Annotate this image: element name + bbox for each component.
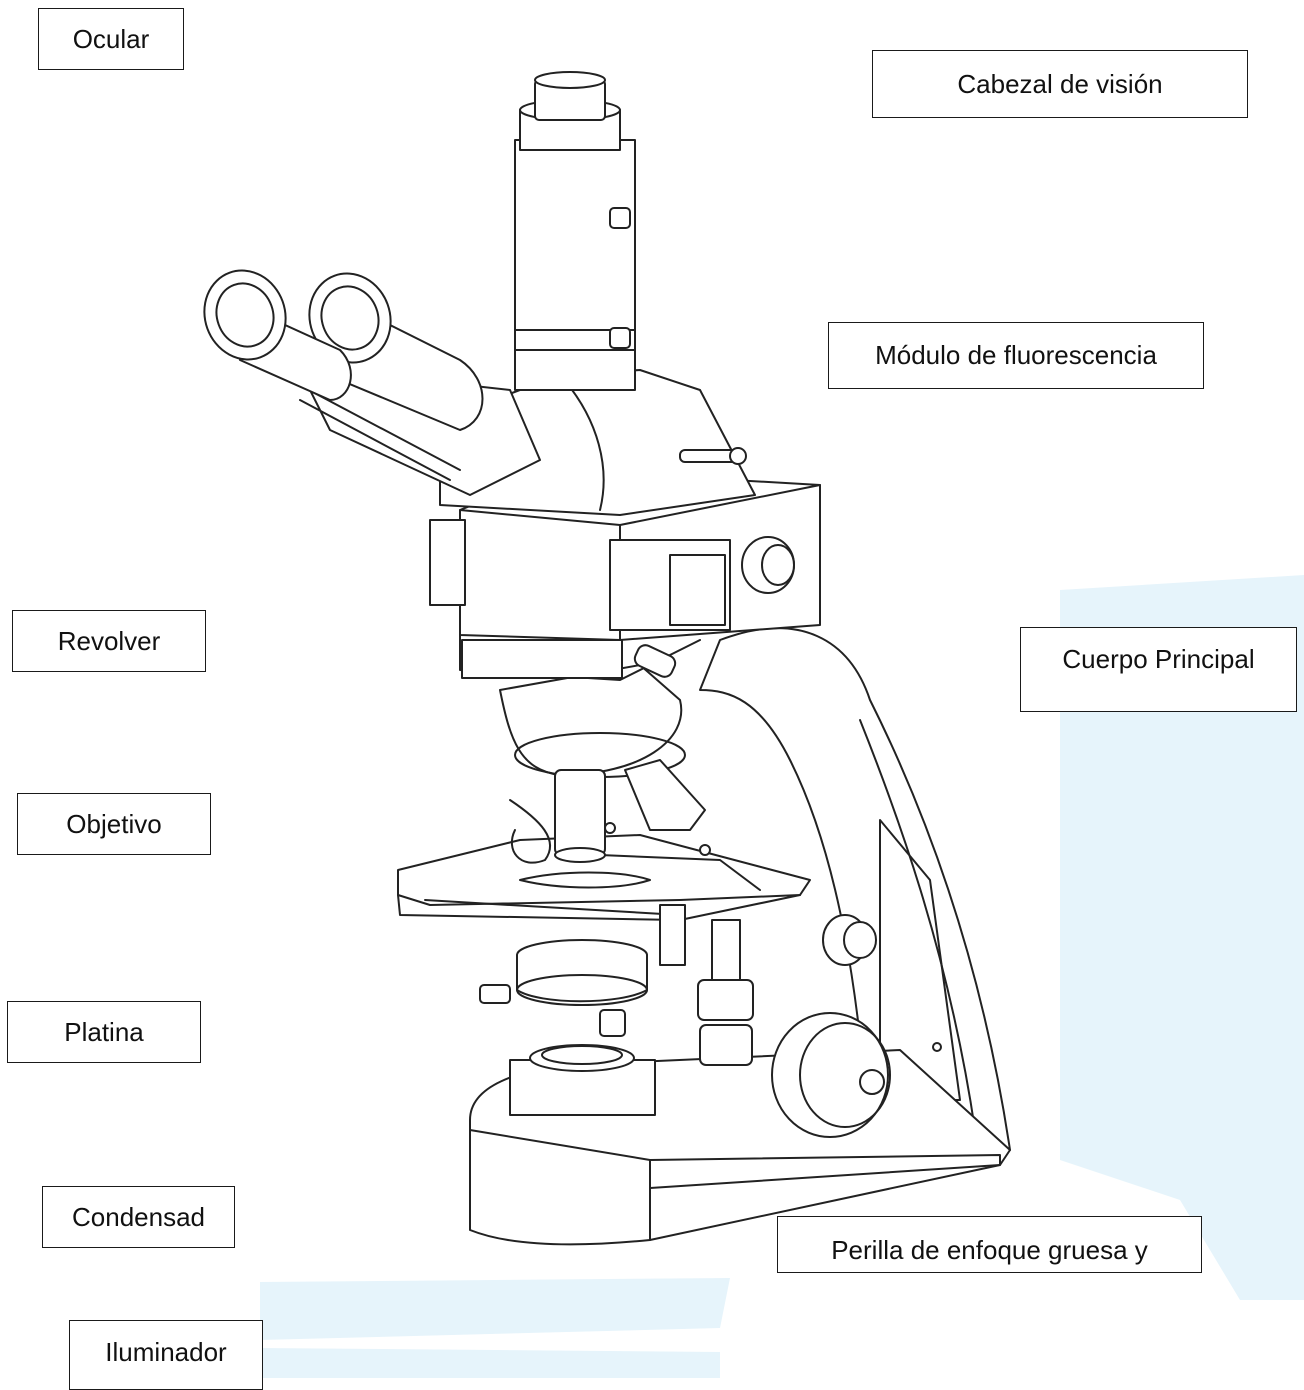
- trinocular-tube: [515, 140, 635, 390]
- label-platina: Platina: [7, 1001, 201, 1063]
- objective-main: [555, 770, 605, 855]
- stage-drive-knob-lower: [700, 1025, 752, 1065]
- stage-drive-knob-upper: [698, 980, 753, 1020]
- label-objetivo: Objetivo: [17, 793, 211, 855]
- condenser-mount: [660, 905, 685, 965]
- label-iluminador: Iluminador: [69, 1320, 263, 1390]
- label-condensador: Condensad: [42, 1186, 235, 1248]
- binocular-tubes: [192, 259, 540, 495]
- label-modulo-de-fluorescencia: Módulo de fluorescencia: [828, 322, 1204, 389]
- nosepiece: [500, 665, 681, 775]
- label-cuerpo-principal: Cuerpo Principal: [1020, 627, 1297, 712]
- label-revolver: Revolver: [12, 610, 206, 672]
- label-perilla-de-enfoque: Perilla de enfoque gruesa y: [777, 1216, 1202, 1273]
- objective-side: [625, 760, 705, 830]
- label-ocular: Ocular: [38, 8, 184, 70]
- label-cabezal-de-vision: Cabezal de visión: [872, 50, 1248, 118]
